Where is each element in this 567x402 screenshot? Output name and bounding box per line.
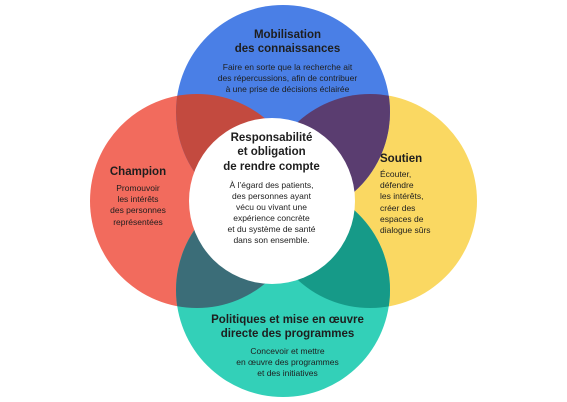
right-title: Soutien [380, 153, 423, 165]
center-circle [189, 118, 355, 284]
bottom-title: Politiques et mise en œuvre directe des … [211, 314, 364, 341]
bottom-section: Politiques et mise en œuvre directe des … [185, 313, 390, 379]
center-title: Responsabilité et obligation de rendre c… [223, 132, 320, 173]
bottom-description: Concevoir et mettre en œuvre des program… [236, 345, 339, 378]
top-section: Mobilisation des connaissances Faire en … [185, 28, 390, 95]
center-description: À l’égard des patients, des personnes ay… [227, 180, 316, 246]
left-section: Champion Promouvoir les intérêts des per… [108, 165, 168, 228]
top-description: Faire en sorte que la recherche ait des … [217, 61, 358, 94]
right-section: Soutien Écouter, défendre les intérêts, … [380, 152, 440, 236]
left-title: Champion [109, 166, 167, 178]
center-section: Responsabilité et obligation de rendre c… [206, 131, 337, 246]
right-description: Écouter, défendre les intérêts, créer de… [380, 169, 431, 235]
top-title: Mobilisation des connaissances [234, 29, 341, 56]
left-description: Promouvoir les intérêts des personnes re… [110, 183, 166, 227]
